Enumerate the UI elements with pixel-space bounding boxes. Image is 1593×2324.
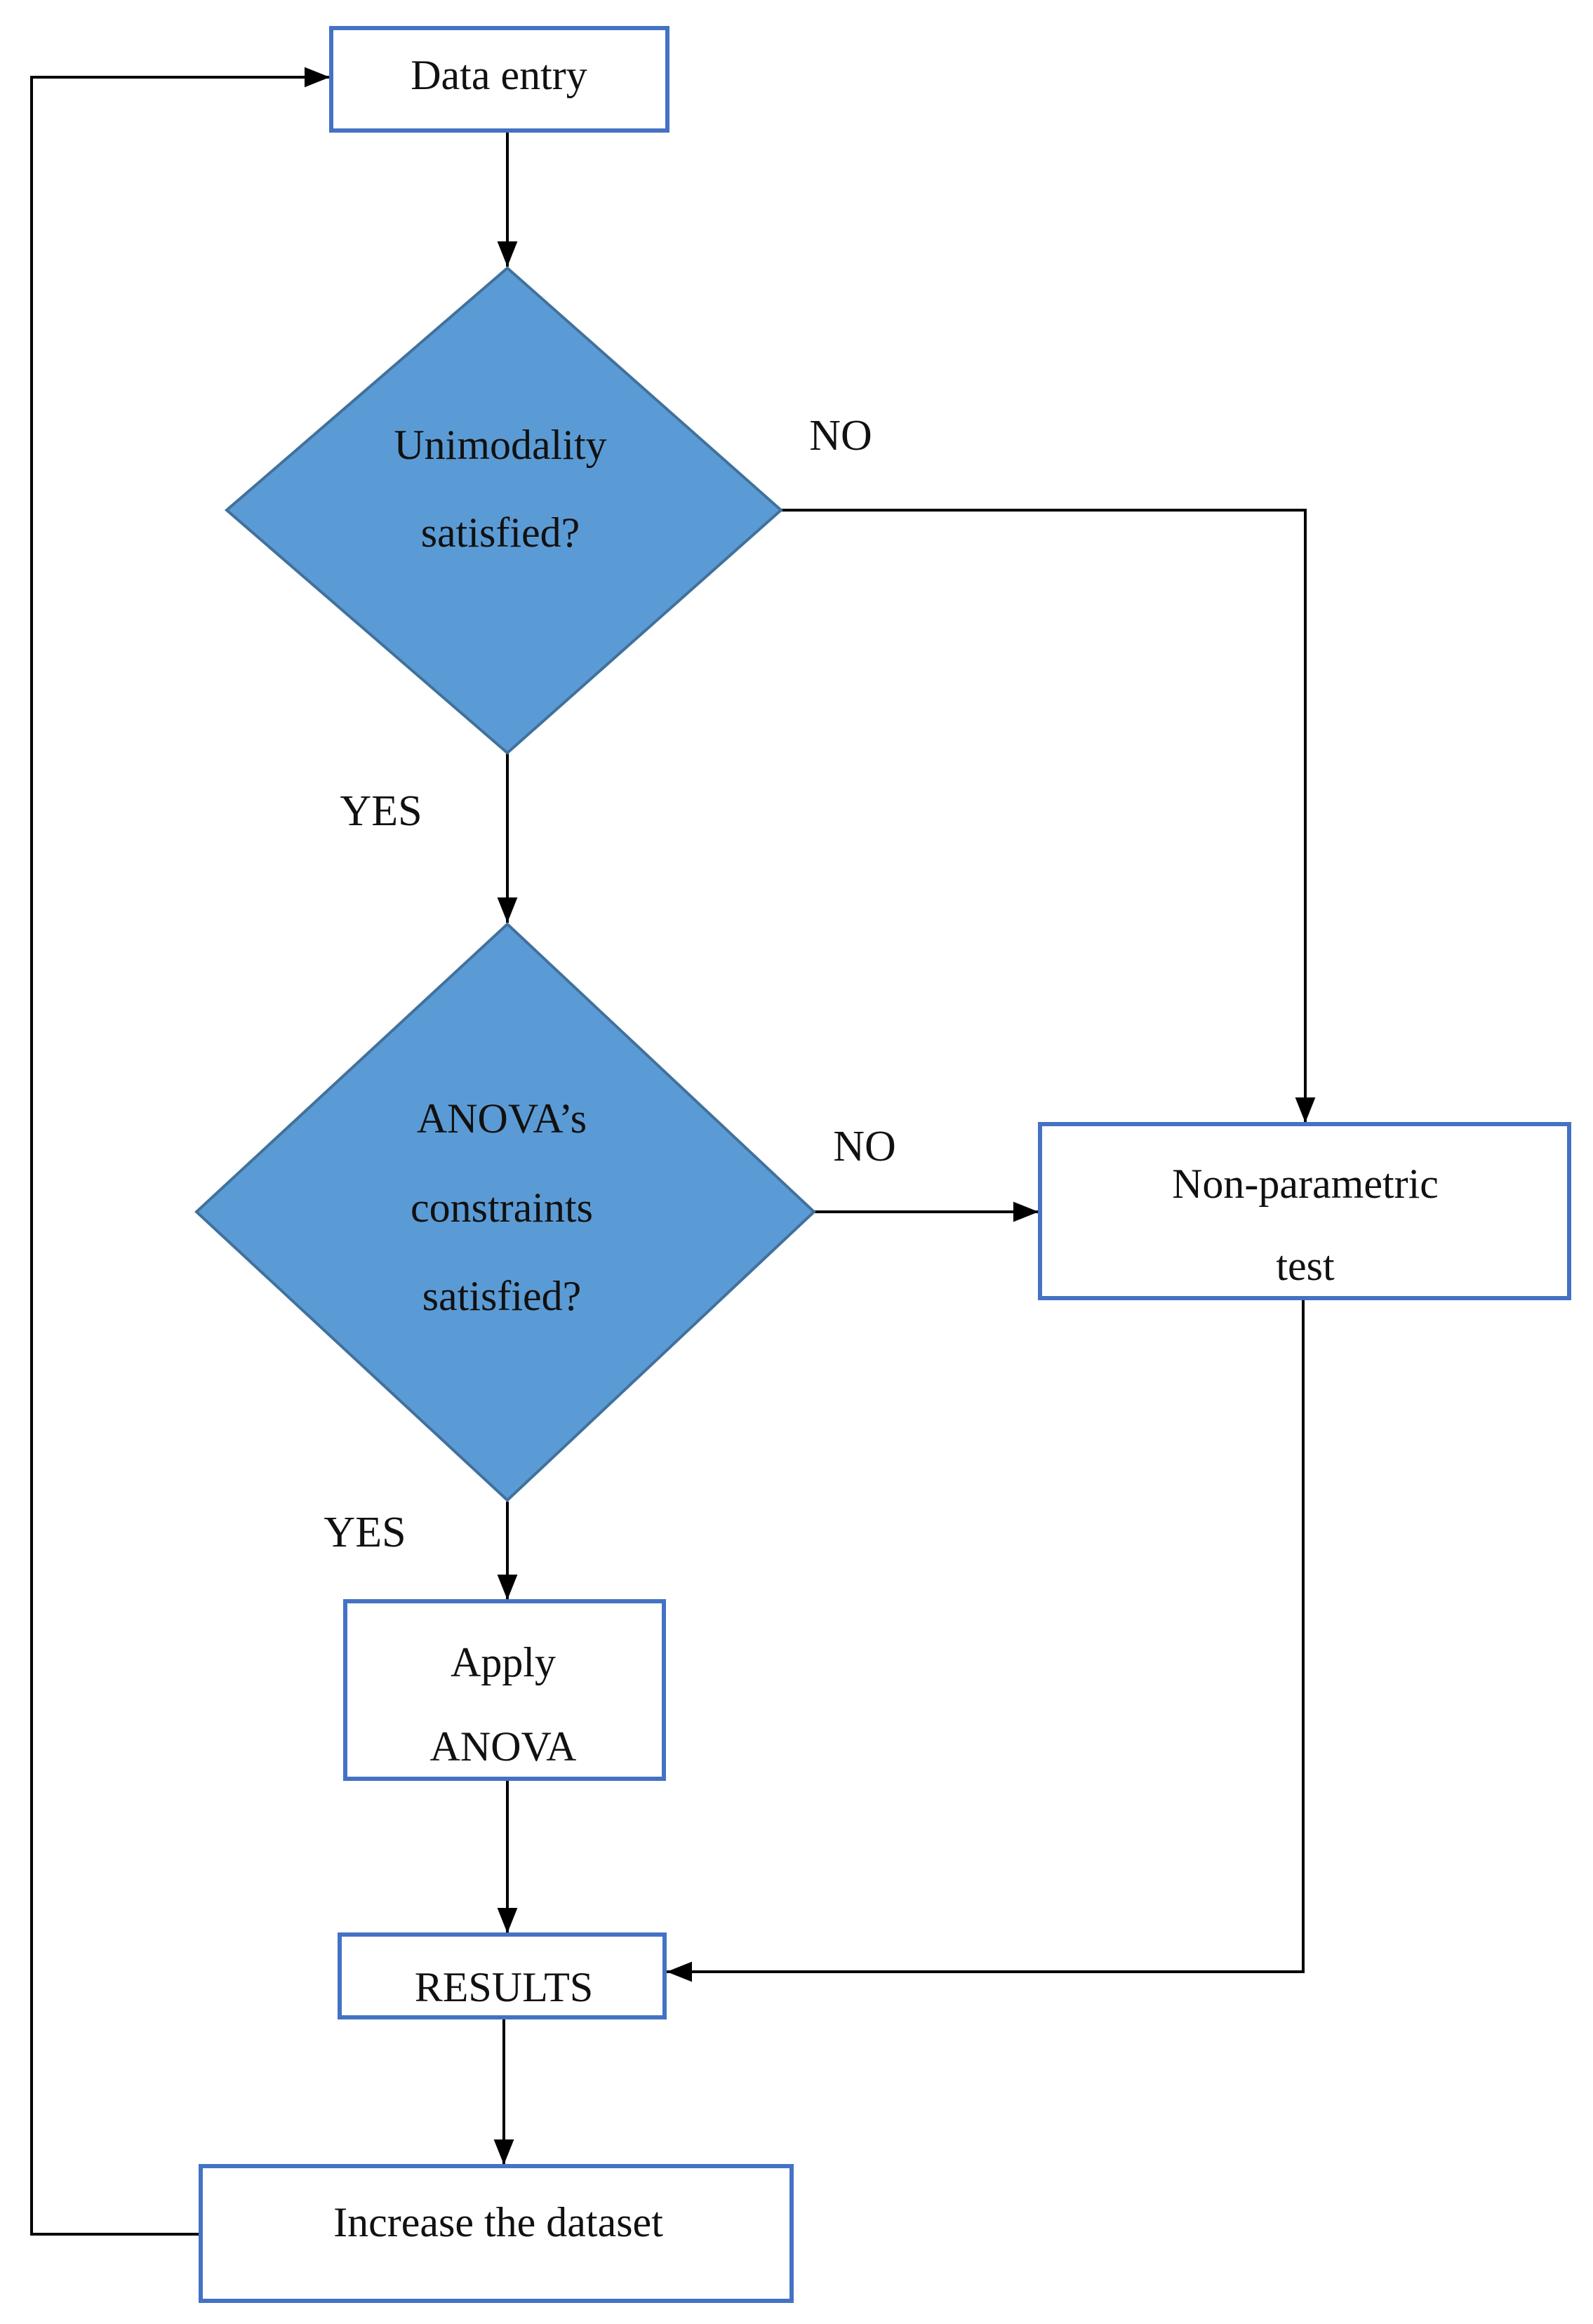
unimodality-label-line1: Unimodality [394,422,606,468]
results-label: RESULTS [415,1964,594,2010]
edge-increase-dataset-loop-back [30,67,330,2236]
non-parametric-label-line2: test [1276,1243,1335,1289]
unimodality-label-line2: satisfied? [421,509,580,556]
increase-dataset-label: Increase the dataset [333,2199,663,2245]
non-parametric-label-line1: Non-parametric [1172,1161,1439,1207]
edge-nonparametric-to-results [667,1300,1305,1982]
unimodality-yes-label: YES [340,787,422,835]
node-anova-constraints-decision: ANOVA’s constraints satisfied? [194,922,816,1502]
node-non-parametric-test: Non-parametric test [1038,1122,1571,1300]
data-entry-label: Data entry [411,52,587,98]
edge-unimodality-no-to-nonparametric [781,509,1316,1123]
node-data-entry: Data entry [329,26,669,133]
anova-constraints-label-line2: constraints [411,1184,593,1231]
anova-yes-label: YES [324,1509,406,1556]
unimodality-no-label: NO [809,412,872,460]
node-unimodality-decision: Unimodality satisfied? [224,266,784,755]
anova-constraints-label-line3: satisfied? [422,1273,582,1319]
apply-anova-label-line2: ANOVA [430,1723,577,1770]
connectors [30,67,1316,2236]
anova-no-label: NO [833,1123,896,1170]
apply-anova-label-line1: Apply [451,1639,556,1685]
node-increase-dataset: Increase the dataset [199,2164,794,2303]
anova-constraints-label-line1: ANOVA’s [417,1095,587,1142]
node-results: RESULTS [338,1932,667,2019]
node-apply-anova: Apply ANOVA [343,1599,666,1781]
